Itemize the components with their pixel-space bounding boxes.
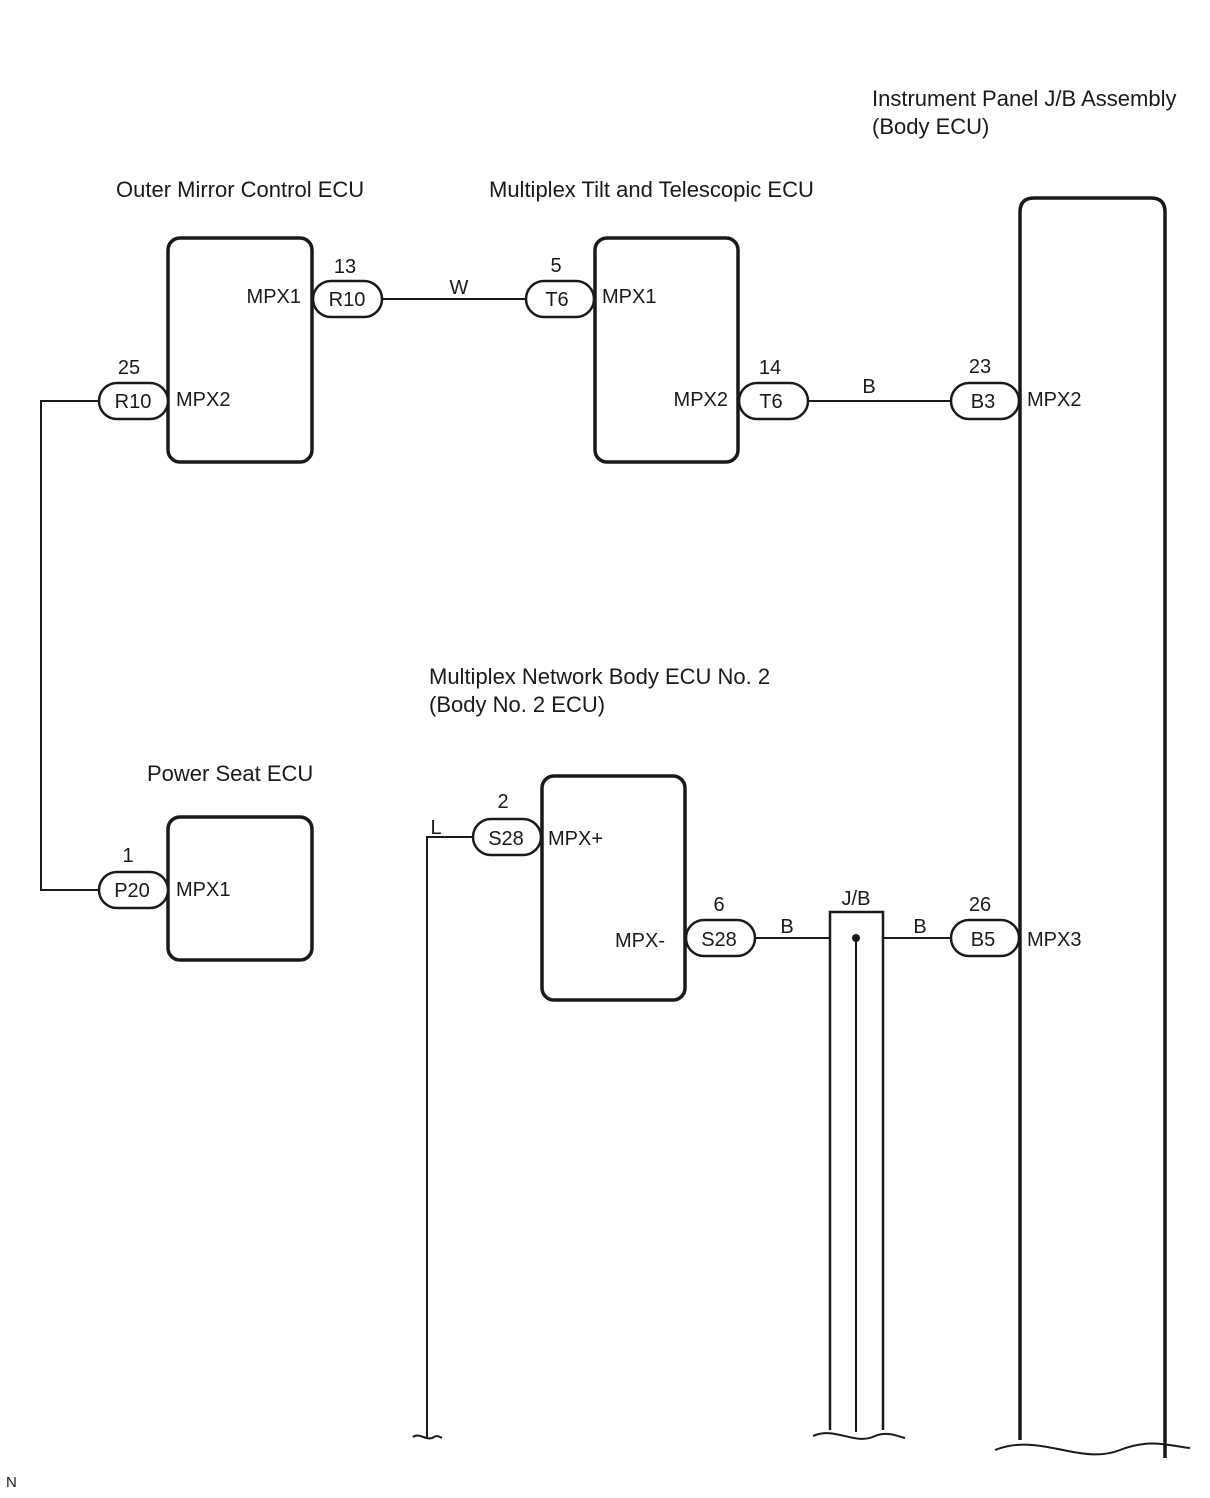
connector-b5-mpx3 <box>949 918 1021 958</box>
terminal-label: MPX2 <box>674 389 728 411</box>
terminal-label: MPX1 <box>247 286 301 308</box>
connector-s28-mpx-minus <box>684 918 757 958</box>
connector-code: B3 <box>971 391 995 413</box>
connector-code: S28 <box>701 929 737 951</box>
wire-body2-plus-lead <box>426 836 473 1438</box>
outer-mirror-ecu-title: Outer Mirror Control ECU <box>116 177 364 202</box>
connector-code: P20 <box>114 880 150 902</box>
wire-color-label: L <box>430 817 441 839</box>
pin-number: 26 <box>969 894 991 916</box>
body-ecu-title-line1: Instrument Panel J/B Assembly <box>872 86 1176 111</box>
wire-color-label: W <box>450 277 469 299</box>
jb-label: J/B <box>842 888 871 910</box>
connector-code: S28 <box>488 828 524 850</box>
connector-code: R10 <box>329 289 366 311</box>
wire-color-label: B <box>862 376 875 398</box>
terminal-label: MPX+ <box>548 828 603 850</box>
pin-number: 25 <box>118 357 140 379</box>
terminal-label: MPX1 <box>602 286 656 308</box>
connector-code: B5 <box>971 929 995 951</box>
body2-ecu-title-line1: Multiplex Network Body ECU No. 2 <box>429 664 770 689</box>
connector-s28-mpx-plus <box>471 817 543 857</box>
pin-number: 6 <box>713 894 724 916</box>
connector-r10-mpx1 <box>311 279 384 319</box>
tilt-telescopic-ecu-box <box>593 236 740 464</box>
body2-ecu-title-line2: (Body No. 2 ECU) <box>429 692 605 717</box>
connector-p20-mpx1 <box>97 870 170 910</box>
connector-code: R10 <box>115 391 152 413</box>
body-ecu-box <box>1018 196 1167 1458</box>
terminal-label: MPX3 <box>1027 929 1081 951</box>
tilt-telescopic-ecu-title: Multiplex Tilt and Telescopic ECU <box>489 177 814 202</box>
pin-number: 2 <box>497 791 508 813</box>
pin-number: 1 <box>122 845 133 867</box>
jb-splice-dot <box>852 934 860 942</box>
terminal-label: MPX2 <box>1027 389 1081 411</box>
body-ecu-break-mark <box>994 1442 1191 1456</box>
body-ecu-title-line2: (Body ECU) <box>872 114 989 139</box>
wire-mirror-to-power-seat <box>40 400 99 891</box>
pin-number: 13 <box>334 256 356 278</box>
pin-number: 14 <box>759 357 781 379</box>
footer-code: N <box>6 1474 17 1491</box>
jb-break-mark <box>812 1432 906 1440</box>
terminal-label: MPX2 <box>176 389 230 411</box>
connector-r10-mpx2 <box>97 381 170 421</box>
lead-break-mark <box>412 1434 443 1440</box>
connector-t6-mpx2 <box>737 381 810 421</box>
terminal-label: MPX- <box>615 930 665 952</box>
terminal-label: MPX1 <box>176 879 230 901</box>
connector-t6-mpx1 <box>524 279 596 319</box>
outer-mirror-ecu-box <box>166 236 314 464</box>
connector-code: T6 <box>759 391 782 413</box>
power-seat-ecu-title: Power Seat ECU <box>147 761 313 786</box>
body2-ecu-box <box>540 774 687 1002</box>
junction-block <box>812 910 906 1440</box>
pin-number: 5 <box>550 255 561 277</box>
wire-color-label: B <box>780 916 793 938</box>
wire-color-label: B <box>913 916 926 938</box>
connector-b3-mpx2 <box>949 381 1021 421</box>
connector-code: T6 <box>545 289 568 311</box>
pin-number: 23 <box>969 356 991 378</box>
